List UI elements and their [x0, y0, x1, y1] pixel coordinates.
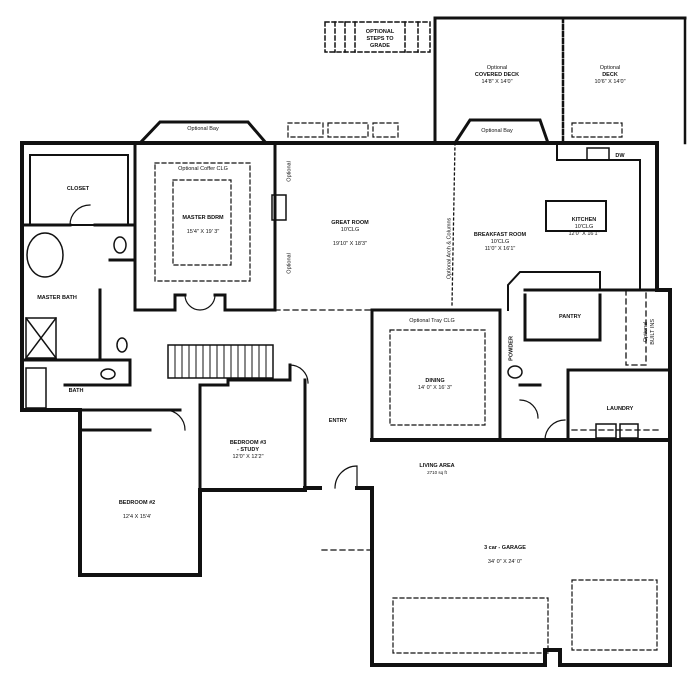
deck-outline [433, 16, 687, 145]
optional-window-label: Optional [286, 253, 293, 274]
master-bath-label: MASTER BATH [37, 295, 77, 301]
arch-columns-label: Optional Arch & Columns [446, 217, 453, 280]
kitchen-island [545, 200, 607, 232]
tray-ceiling-label: Optional Tray CLG [409, 318, 455, 324]
bay-breakfast-label: Optional Bay [481, 128, 513, 134]
kitchen-counter [507, 271, 601, 311]
pantry-label: PANTRY [559, 314, 581, 320]
doors [69, 204, 566, 489]
interior-walls [20, 141, 672, 492]
powder-label: POWDER [508, 336, 515, 361]
coffer-ceiling-label: Optional Coffer CLG [178, 166, 228, 172]
optional-windows [287, 122, 623, 138]
dashed-openings [21, 142, 661, 551]
bay-master-label: Optional Bay [187, 126, 219, 132]
bay-breakfast [452, 118, 550, 146]
bath-label: BATH [68, 388, 84, 394]
optional-steps [324, 21, 431, 53]
bay-master [137, 120, 269, 146]
laundry-label: LAUNDRY [606, 406, 634, 412]
fixtures [24, 147, 639, 439]
optional-window-label: Optional [286, 161, 293, 182]
tray-coffer-ceilings [154, 162, 658, 654]
dishwasher-label: DW [615, 153, 625, 159]
closet-label: CLOSET [66, 186, 90, 192]
stairs [167, 344, 274, 379]
entry-label: ENTRY [328, 418, 348, 424]
